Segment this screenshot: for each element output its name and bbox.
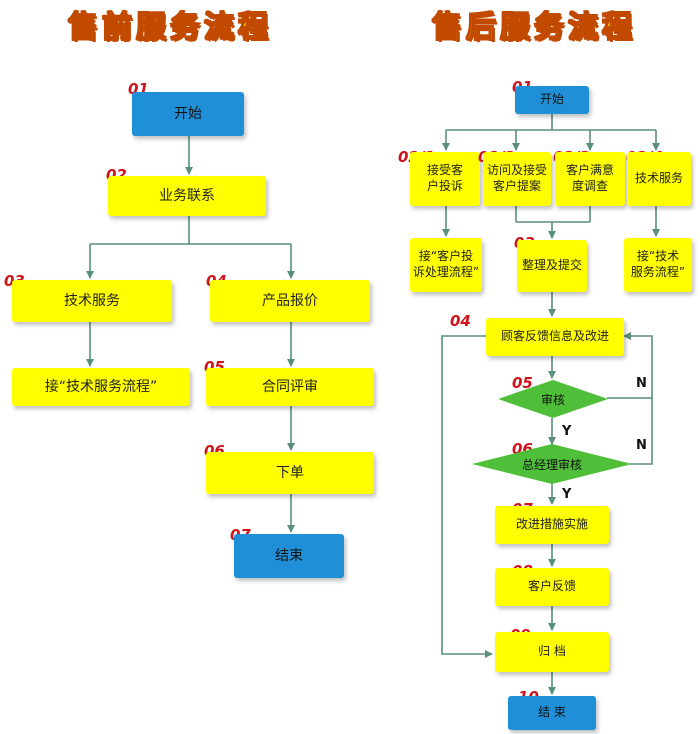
after-end-node[interactable]: 结 束 (508, 696, 596, 730)
pre-sale-title: 售前服务流程 (67, 9, 272, 45)
decision-shape (472, 444, 632, 484)
pre-start-node[interactable]: 开始 (132, 92, 244, 136)
after-organize-node[interactable]: 整理及提交 (517, 240, 587, 292)
after-tech-node[interactable]: 技术服务 (627, 152, 691, 206)
no-label: N (636, 376, 647, 391)
after-customer-feedback-node[interactable]: 客户反馈 (495, 568, 609, 606)
after-complaint-node[interactable]: 接受客 户投诉 (410, 152, 480, 206)
after-tech-flow-node[interactable]: 接“技术 服务流程” (624, 238, 692, 292)
decision-label: 总经理审核 (521, 457, 582, 472)
after-start-node[interactable]: 开始 (515, 86, 589, 114)
pre-tech-flow-node[interactable]: 接“技术服务流程” (12, 368, 190, 406)
after-gm-review-decision[interactable]: 总经理审核 (472, 444, 632, 484)
yes-label: Y (562, 487, 572, 502)
after-complaint-flow-node[interactable]: 接“客户投 诉处理流程” (410, 238, 482, 292)
pre-contract-node[interactable]: 合同评审 (206, 368, 374, 406)
step-label: 04 (450, 312, 471, 330)
after-implement-node[interactable]: 改进措施实施 (495, 506, 609, 544)
after-review-decision[interactable]: 审核 (498, 380, 608, 418)
no-label: N (636, 438, 647, 453)
pre-order-node[interactable]: 下单 (206, 452, 374, 494)
edge-a-feedback-archive-loop (441, 335, 493, 658)
edge-a-gm-no-loop (630, 398, 653, 465)
decision-shape (498, 380, 608, 418)
decision-label: 审核 (540, 392, 565, 407)
after-feedback-improve-node[interactable]: 顾客反馈信息及改进 (486, 318, 624, 356)
after-visit-node[interactable]: 访问及接受 客户提案 (483, 152, 551, 206)
after-sale-title: 售后服务流程 (431, 9, 636, 45)
pre-business-node[interactable]: 业务联系 (108, 176, 266, 216)
pre-end-node[interactable]: 结束 (234, 534, 344, 578)
after-survey-node[interactable]: 客户满意 度调查 (555, 152, 625, 206)
pre-tech-service-node[interactable]: 技术服务 (12, 280, 172, 322)
step-label: 05 (512, 374, 533, 392)
pre-quote-node[interactable]: 产品报价 (210, 280, 370, 322)
yes-label: Y (562, 424, 572, 439)
after-archive-node[interactable]: 归 档 (495, 632, 609, 672)
edge-a-review-no-loop (607, 332, 653, 399)
